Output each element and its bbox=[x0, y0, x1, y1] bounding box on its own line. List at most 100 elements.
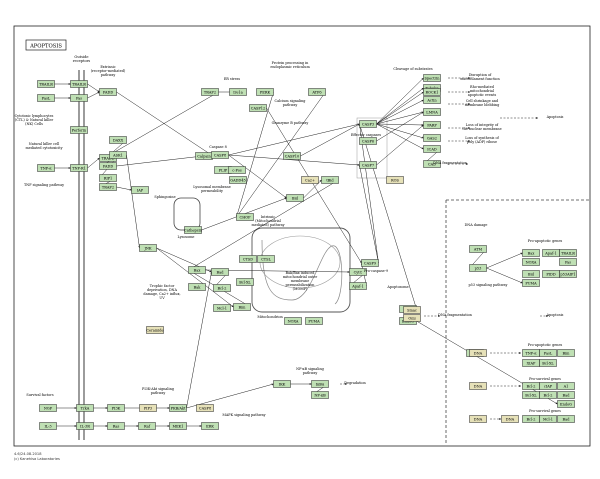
gene-node-noxa[interactable]: NOXA bbox=[284, 317, 302, 325]
gene-box[interactable] bbox=[423, 121, 441, 129]
gene-node-casp9[interactable]: CASP9 bbox=[361, 259, 379, 267]
gene-box[interactable] bbox=[321, 176, 339, 184]
gene-box[interactable] bbox=[107, 422, 125, 430]
gene-box[interactable] bbox=[423, 96, 441, 104]
compound-node-dna1[interactable]: DNA bbox=[469, 349, 487, 357]
gene-node-raf[interactable]: Raf bbox=[138, 422, 156, 430]
gene-node-mcl1[interactable]: Mcl-1 bbox=[213, 304, 231, 312]
gene-box[interactable] bbox=[273, 380, 291, 388]
gene-box[interactable] bbox=[423, 160, 441, 168]
gene-box[interactable] bbox=[131, 186, 149, 194]
gene-node-rip1[interactable]: RIP1 bbox=[99, 174, 117, 182]
gene-box[interactable] bbox=[169, 404, 187, 412]
gene-node-jnk[interactable]: JNK bbox=[139, 244, 157, 252]
gene-node-ctsb[interactable]: Cathepsin bbox=[184, 226, 203, 234]
gene-box[interactable] bbox=[559, 249, 577, 257]
gene-box[interactable] bbox=[359, 137, 377, 145]
gene-box[interactable] bbox=[522, 279, 540, 287]
gene-box[interactable] bbox=[539, 349, 557, 357]
compound-box[interactable] bbox=[501, 415, 519, 423]
gene-box[interactable] bbox=[359, 161, 377, 169]
gene-box[interactable] bbox=[39, 422, 57, 430]
gene-box[interactable] bbox=[557, 400, 575, 408]
gene-node-tnfr1[interactable]: TNF-R1 bbox=[70, 164, 88, 172]
gene-box[interactable] bbox=[559, 258, 577, 266]
gene-node-fasl[interactable]: FasL bbox=[37, 94, 55, 102]
gene-node-trailrp[interactable]: TRAILR bbox=[559, 249, 577, 257]
gene-box[interactable] bbox=[522, 249, 540, 257]
compound-node-dna3[interactable]: DNA bbox=[469, 415, 487, 423]
gene-box[interactable] bbox=[138, 422, 156, 430]
gene-node-ire1[interactable]: Ire1a bbox=[229, 88, 247, 96]
gene-node-ciap[interactable]: cIAP bbox=[539, 382, 557, 390]
compound-node-dna4[interactable]: DNA bbox=[501, 415, 519, 423]
gene-box[interactable] bbox=[70, 80, 88, 88]
gene-box[interactable] bbox=[539, 391, 557, 399]
gene-box[interactable] bbox=[557, 349, 575, 357]
gene-node-bclxl[interactable]: Bcl-XL bbox=[236, 278, 254, 286]
compound-node-ca2[interactable]: Ca2+ bbox=[301, 176, 319, 184]
compound-node-dna2[interactable]: DNA bbox=[469, 382, 487, 390]
gene-box[interactable] bbox=[228, 166, 246, 174]
gene-node-fadd[interactable]: FADD bbox=[99, 88, 117, 96]
gene-box[interactable] bbox=[99, 174, 117, 182]
gene-node-bad2[interactable]: Bad bbox=[557, 415, 575, 423]
compound-node-smac[interactable]: Smac bbox=[403, 306, 421, 314]
gene-node-casp7[interactable]: CASP7 bbox=[359, 161, 377, 169]
gene-box[interactable] bbox=[37, 164, 55, 172]
compound-box[interactable] bbox=[139, 404, 157, 412]
gene-box[interactable] bbox=[361, 259, 379, 267]
gene-box[interactable] bbox=[37, 94, 55, 102]
gene-box[interactable] bbox=[311, 380, 329, 388]
gene-box[interactable] bbox=[557, 382, 575, 390]
gene-node-bimp[interactable]: Bim bbox=[557, 349, 575, 357]
gene-node-ikba[interactable]: IκBα bbox=[311, 380, 329, 388]
gene-node-traf2b[interactable]: TRAF2 bbox=[201, 88, 219, 96]
gene-box[interactable] bbox=[257, 255, 275, 263]
gene-box[interactable] bbox=[305, 317, 323, 325]
gene-node-bak[interactable]: Bak bbox=[188, 283, 206, 291]
gene-box[interactable] bbox=[236, 213, 254, 221]
gene-node-apaf1p[interactable]: Apaf-1 bbox=[542, 249, 560, 257]
gene-box[interactable] bbox=[229, 176, 247, 184]
gene-node-erk[interactable]: ERK bbox=[201, 422, 219, 430]
gene-node-chop[interactable]: CHOP bbox=[236, 213, 254, 221]
gene-box[interactable] bbox=[286, 194, 304, 202]
gene-box[interactable] bbox=[233, 303, 251, 311]
gene-box[interactable] bbox=[311, 391, 329, 399]
gene-box[interactable] bbox=[99, 162, 117, 170]
gene-node-fasp[interactable]: Fas bbox=[559, 258, 577, 266]
gene-box[interactable] bbox=[184, 226, 202, 234]
gene-node-badp[interactable]: Bad bbox=[557, 391, 575, 399]
gene-box[interactable] bbox=[213, 304, 231, 312]
gene-node-spectrin[interactable]: Spectrin bbox=[423, 74, 441, 82]
gene-box[interactable] bbox=[76, 422, 94, 430]
gene-node-ctsd[interactable]: CTSD bbox=[239, 255, 257, 263]
gene-node-bcl2[interactable]: Bcl-2 bbox=[213, 284, 231, 292]
compound-node-omi[interactable]: Omi bbox=[403, 314, 421, 322]
gene-box[interactable] bbox=[139, 244, 157, 252]
gene-node-tnfp[interactable]: TNF-α bbox=[522, 349, 540, 357]
gene-node-daxx[interactable]: DAXX bbox=[109, 136, 127, 144]
gene-box[interactable] bbox=[39, 404, 57, 412]
gene-node-bcl2s[interactable]: Bcl-2 bbox=[539, 391, 557, 399]
gene-node-cycs[interactable]: CytC bbox=[349, 268, 367, 276]
gene-box[interactable] bbox=[423, 108, 441, 116]
gene-box[interactable] bbox=[522, 258, 540, 266]
gene-node-perk[interactable]: PERK bbox=[256, 88, 274, 96]
gene-node-caspase12[interactable]: CASP12 bbox=[249, 104, 267, 112]
gene-box[interactable] bbox=[70, 94, 88, 102]
compound-box[interactable] bbox=[301, 176, 319, 184]
gene-box[interactable] bbox=[211, 268, 229, 276]
gene-node-casp8[interactable]: CASP8 bbox=[211, 151, 229, 159]
gene-node-cad[interactable]: CAD bbox=[423, 160, 441, 168]
gene-box[interactable] bbox=[70, 164, 88, 172]
gene-node-a1[interactable]: A1 bbox=[557, 382, 575, 390]
gene-node-akt[interactable]: PKB/Akt bbox=[169, 404, 187, 412]
gene-box[interactable] bbox=[76, 404, 94, 412]
gene-node-trka[interactable]: TrkA bbox=[76, 404, 94, 412]
gene-box[interactable] bbox=[188, 266, 206, 274]
gene-node-icad[interactable]: ICAD bbox=[423, 145, 441, 153]
gene-node-mcl1s[interactable]: Mcl-1 bbox=[539, 415, 557, 423]
compound-box[interactable] bbox=[469, 349, 487, 357]
